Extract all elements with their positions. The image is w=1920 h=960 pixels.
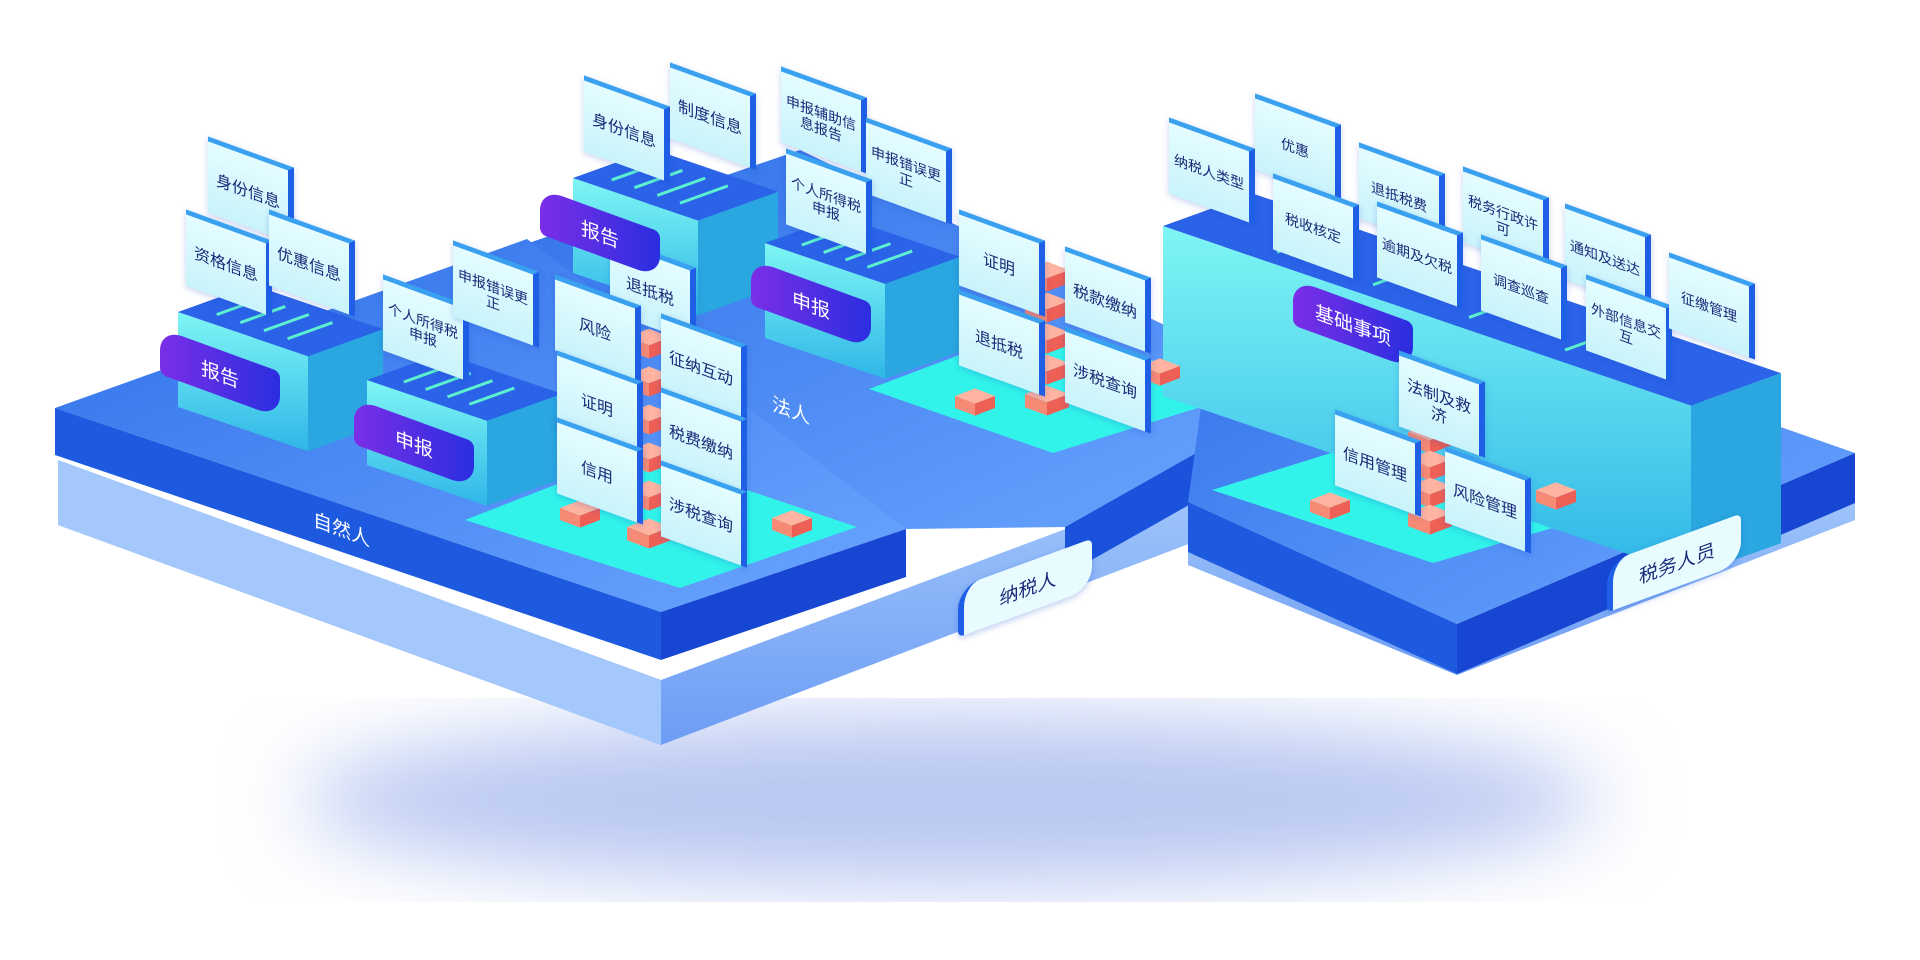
scattered-cube: [1310, 492, 1350, 508]
base-left-face: [58, 460, 661, 745]
scattered-cube: [955, 388, 995, 404]
scattered-cube-side: [560, 508, 580, 528]
grille-line: [287, 321, 334, 341]
grille-line: [263, 313, 310, 333]
stair-cube-side2: [1047, 363, 1069, 385]
scattered-cube-side: [955, 396, 975, 416]
grille-line: [866, 249, 913, 269]
grille-line: [656, 176, 706, 197]
natural-person-slab-right: [661, 529, 906, 660]
scattered-cube-side2: [580, 508, 600, 528]
stair-cube-side: [1408, 513, 1430, 535]
grille-line: [239, 305, 286, 325]
scattered-cube-side: [1310, 500, 1330, 520]
floor-shadow: [300, 715, 1600, 885]
scattered-cube-side2: [792, 518, 812, 538]
stair-cube-side: [627, 527, 649, 549]
np-declare-building-right: [487, 393, 562, 506]
natural-person-slab-left: [55, 408, 661, 660]
np-declare-building-top: [367, 353, 562, 421]
grille-line: [468, 386, 515, 406]
lp-declare-building-right: [885, 256, 960, 379]
tax-staff-slab-left: [1188, 502, 1457, 674]
stair-cube-side2: [1047, 270, 1069, 292]
stair-cube-side2: [1047, 301, 1069, 323]
stair-cube-side: [1025, 394, 1047, 416]
lp-report-building-top: [573, 149, 778, 221]
scattered-cube: [1536, 482, 1576, 498]
scattered-cube-side2: [975, 396, 995, 416]
np-report-building-top: [178, 285, 383, 357]
scattered-cube-side2: [1160, 366, 1180, 386]
grille-line: [446, 379, 493, 399]
scattered-cube-side2: [1330, 500, 1350, 520]
grille-line: [679, 184, 729, 205]
grille-line: [633, 169, 683, 190]
scattered-cube-side: [1536, 490, 1556, 510]
scattered-cube-side2: [1556, 490, 1576, 510]
stair-cube-side2: [1047, 394, 1069, 416]
stair-cube-side2: [1047, 332, 1069, 354]
scattered-cube-side: [772, 518, 792, 538]
